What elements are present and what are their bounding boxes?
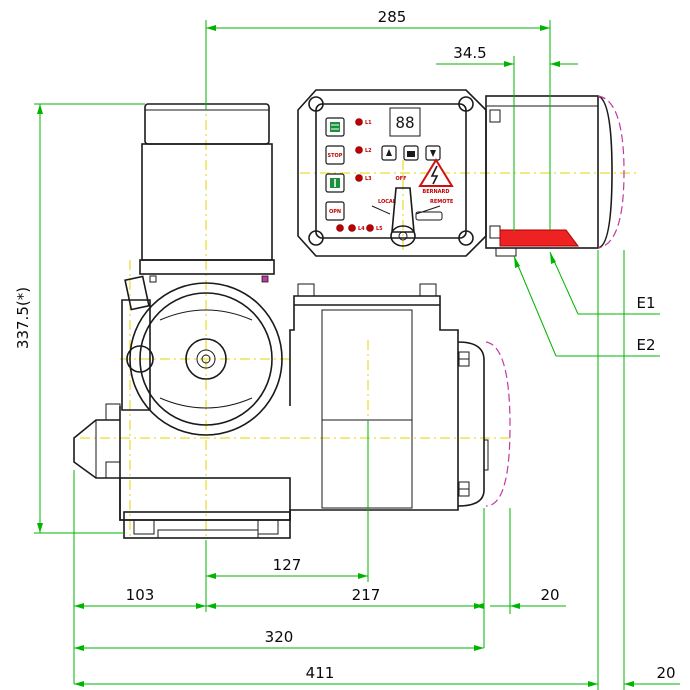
dim-217: 217 (352, 586, 381, 604)
led-label-2: L2 (365, 148, 372, 154)
selector-local-label: LOCAL (378, 199, 397, 205)
gearbox-body (73, 283, 489, 539)
dim-285: 285 (378, 8, 407, 26)
flange-bolts (458, 351, 470, 497)
dimensions: 285 34.5 337.5(*) 127 103 217 (14, 8, 680, 690)
display (389, 107, 421, 137)
selector-remote-label: REMOTE (430, 199, 454, 205)
phantom-outlines (485, 95, 625, 507)
led-label-5: L5 (376, 226, 383, 232)
red-indicator (499, 229, 579, 247)
dim-103: 103 (126, 586, 155, 604)
dim-20-right: 20 (540, 586, 559, 604)
led-label-1: L1 (365, 120, 372, 126)
brand-logo: BERNARD (418, 158, 454, 195)
brand-label: BERNARD (422, 189, 449, 195)
dim-20-far: 20 (656, 664, 675, 682)
stop-label: STOP (328, 153, 343, 159)
menu-buttons[interactable] (381, 145, 441, 161)
open-button[interactable]: OPN (325, 201, 345, 221)
dim-337-5: 337.5(*) (14, 287, 32, 349)
led-indicators: L1 L2 L3 L4 L5 (336, 118, 383, 232)
led-label-4: L4 (358, 226, 365, 232)
stop-button[interactable]: STOP (325, 145, 345, 165)
control-box (297, 89, 613, 257)
callout-e2: E2 (636, 336, 655, 354)
center-lines (80, 40, 640, 560)
selector-switch[interactable]: LOCAL OFF REMOTE (371, 176, 454, 247)
open-label: OPN (329, 209, 341, 215)
dim-320: 320 (265, 628, 294, 646)
handwheel (121, 275, 283, 436)
dim-411: 411 (306, 664, 335, 682)
dim-127: 127 (273, 556, 302, 574)
selector-off-label: OFF (395, 176, 406, 182)
dim-34-5: 34.5 (453, 44, 486, 62)
close-button[interactable] (325, 117, 345, 137)
display-value: 88 (395, 113, 414, 132)
led-label-3: L3 (365, 176, 372, 182)
motor (139, 103, 275, 283)
callout-e1: E1 (636, 294, 655, 312)
control-panel: 88 STOP OPN L1 L2 L3 (325, 107, 454, 247)
open-green-button[interactable] (325, 173, 345, 193)
